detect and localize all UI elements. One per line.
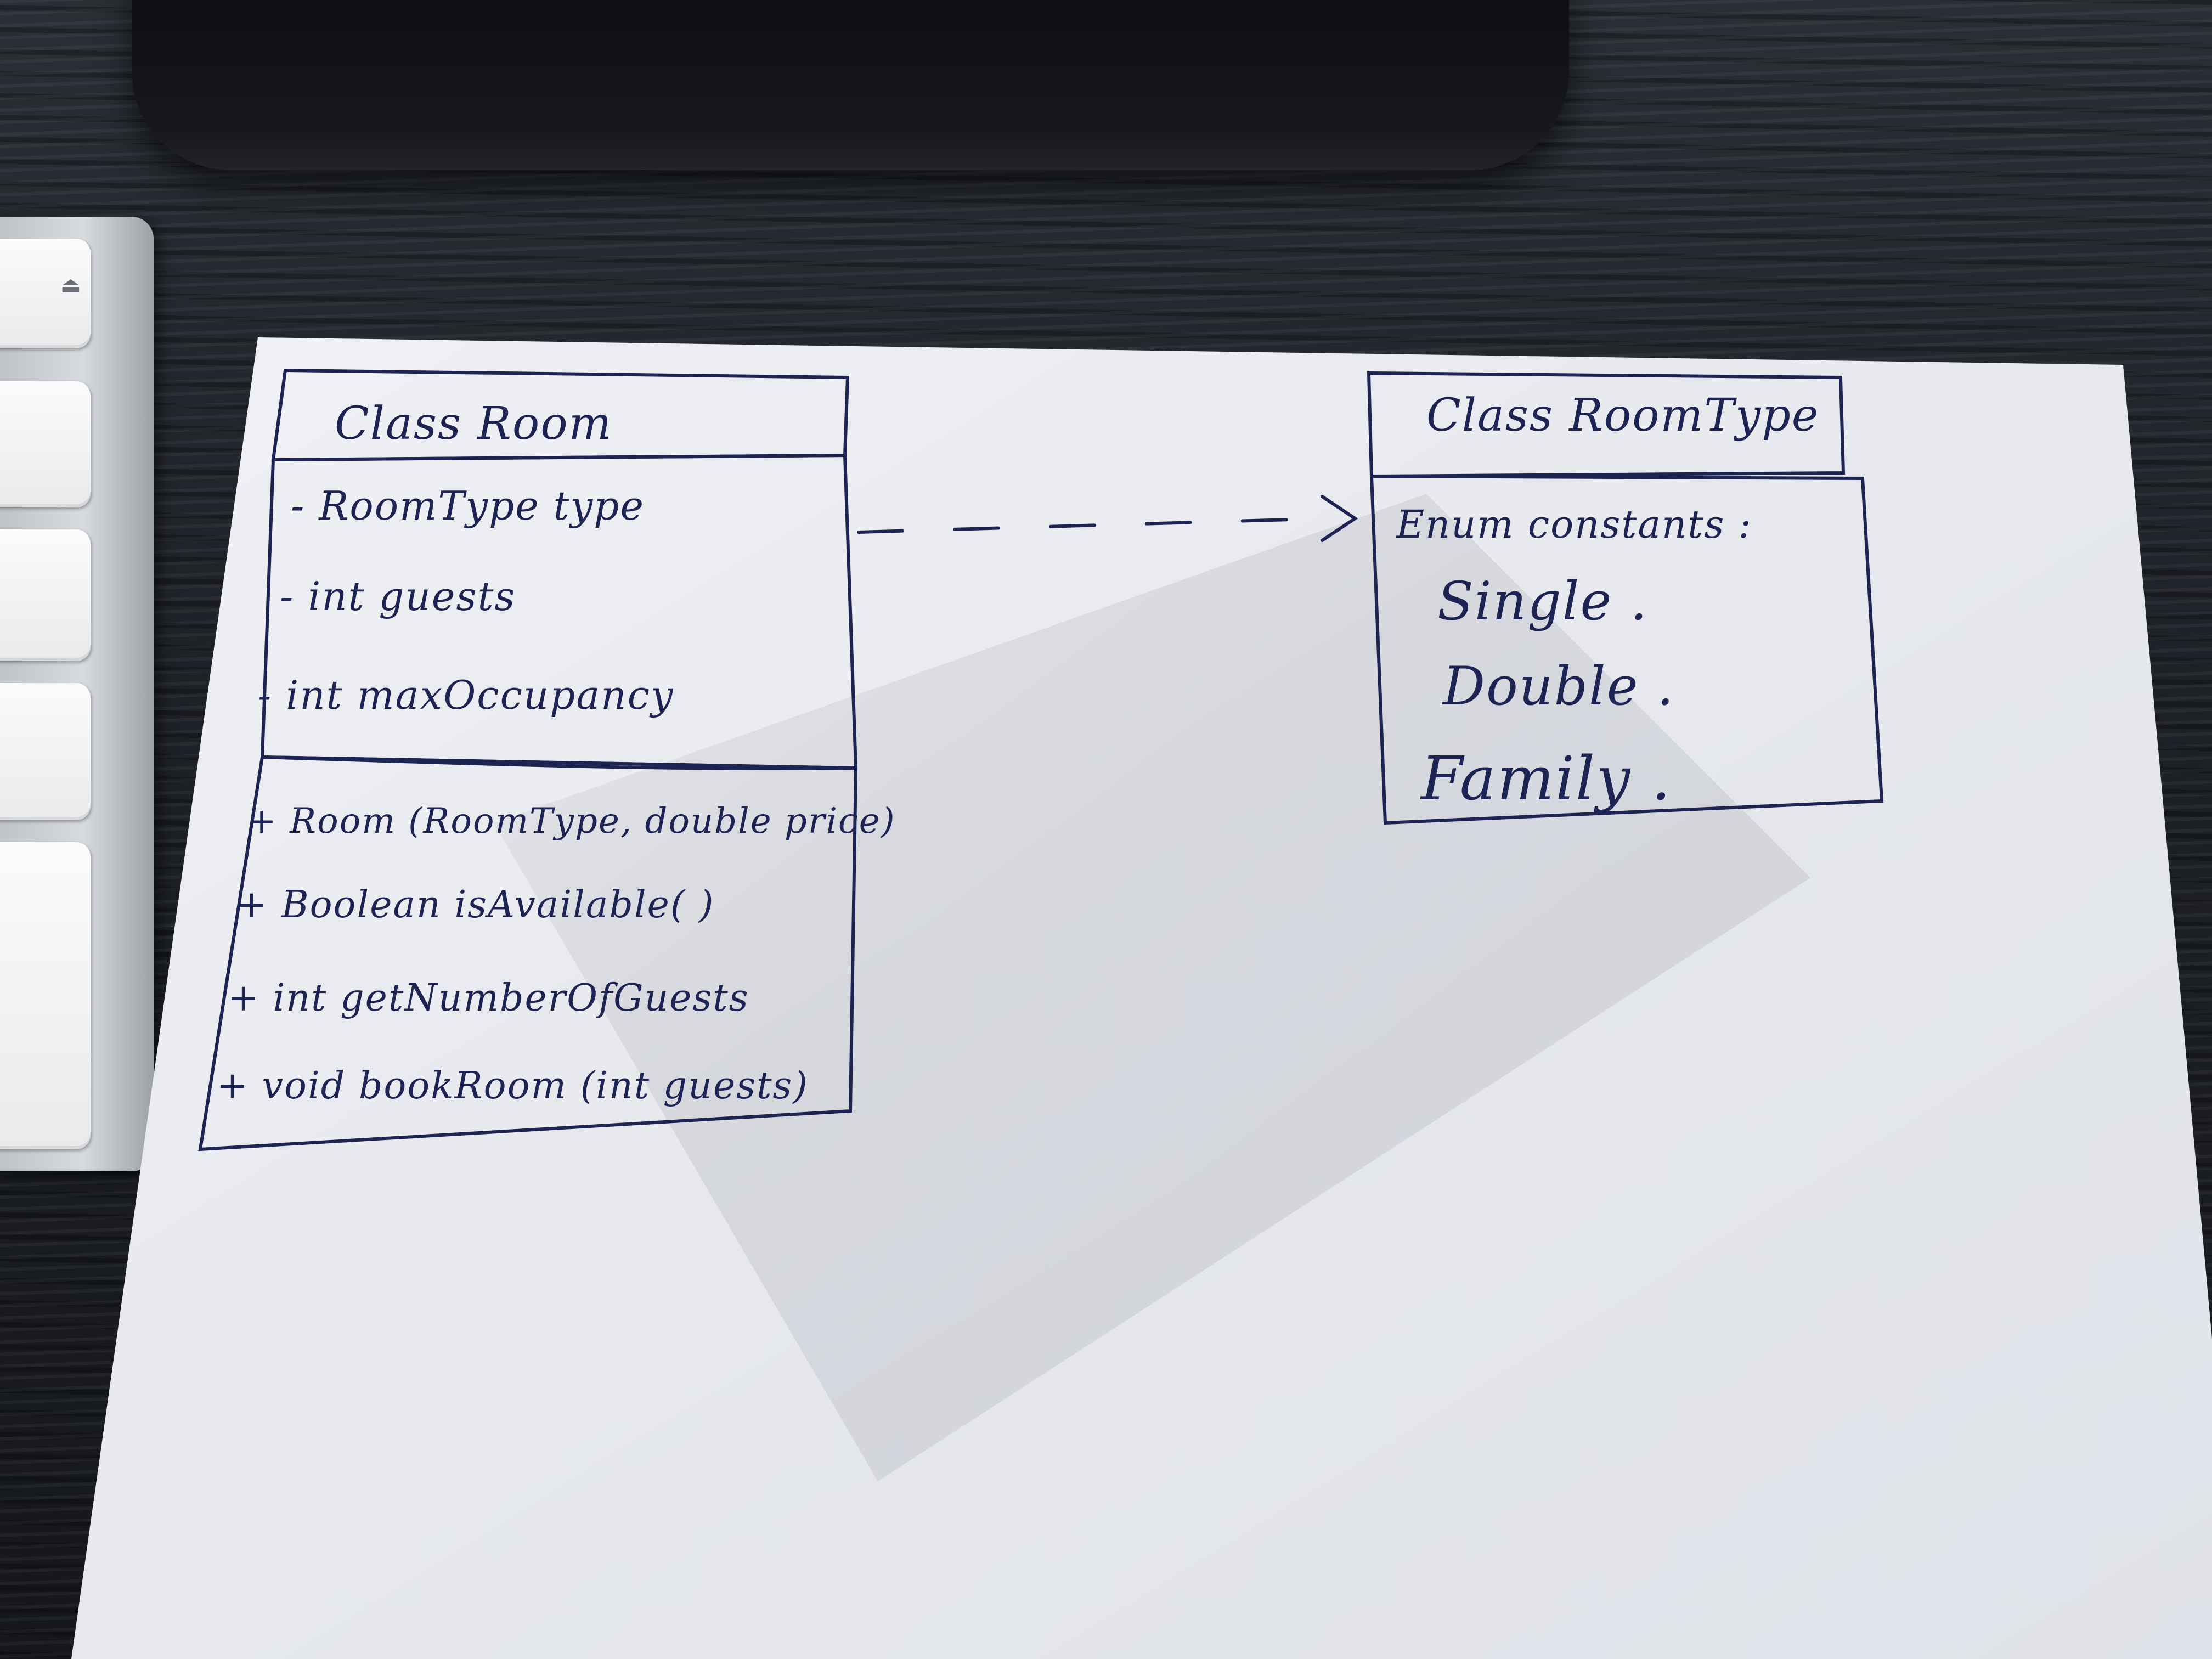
room-method: + int getNumberOfGuests [228,977,749,1020]
roomtype-title-box [1367,371,1846,478]
room-method: + Boolean isAvailable( ) [236,883,715,927]
eject-icon: ⏏ [60,273,81,297]
eject-key: ⏏ [0,239,91,348]
room-attribute: - RoomType type [291,483,645,529]
room-class-title: Class Room [335,398,613,450]
keyboard-key [0,529,91,661]
roomtype-class-title: Class RoomType [1426,390,1820,442]
keyboard-key [0,683,91,820]
enum-constant: Single . [1437,571,1649,632]
room-attribute: - int maxOccupancy [258,672,674,718]
enum-constant: Family . [1421,743,1672,814]
enum-constant: Double . [1443,656,1675,717]
enum-constants-label: Enum constants : [1396,502,1753,547]
room-method: + void bookRoom (int guests) [217,1064,809,1108]
paper-shadow [494,494,1810,1481]
delete-key: te [0,381,91,507]
monitor-base [132,0,1569,170]
room-divider [261,755,857,770]
roomtype-constants-box [1369,474,1884,825]
keyboard-key [0,842,91,1149]
room-method: + Room (RoomType, double price) [247,801,896,842]
dependency-arrow-line [857,517,1329,534]
dependency-arrow-head [1321,495,1358,542]
room-attribute: - int guests [280,573,516,619]
room-methods-box [198,755,858,1152]
keyboard: ⏏ te [0,217,154,1171]
